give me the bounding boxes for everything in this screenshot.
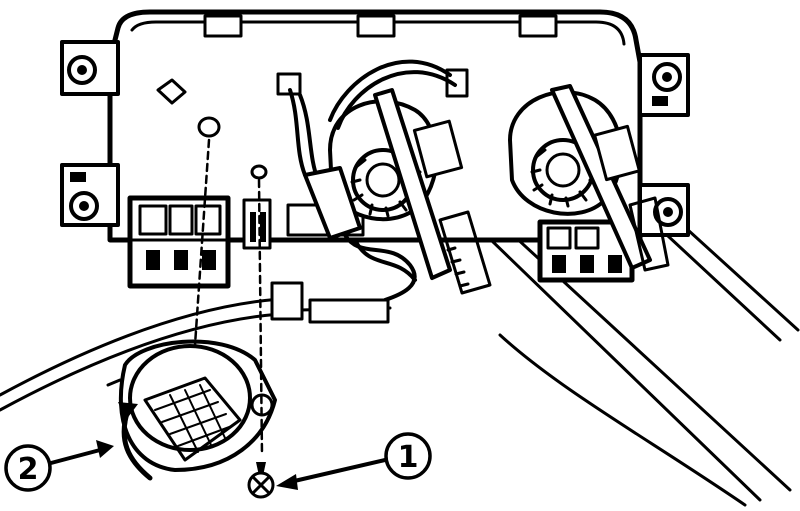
left-control-lever: [328, 88, 492, 295]
callout-1: 1: [276, 432, 432, 490]
mounting-ear-top-right: [638, 53, 690, 117]
right-control-lever: [508, 84, 670, 272]
mounting-ear-top-left: [60, 40, 120, 96]
switch-connector-left: [127, 195, 231, 289]
mounting-ear-bottom-left: [60, 163, 120, 227]
rotation-arrow: [118, 402, 153, 481]
alignment-lines: [193, 138, 264, 457]
callout-2: 2: [4, 440, 114, 492]
mounting-screw: [247, 462, 275, 499]
callout-2-label: 2: [18, 452, 39, 487]
callout-1-label: 1: [398, 440, 419, 475]
mounting-ear-bottom-right: [638, 183, 690, 237]
centre-switch-element: [242, 198, 272, 250]
wiring-harness: [270, 59, 457, 324]
